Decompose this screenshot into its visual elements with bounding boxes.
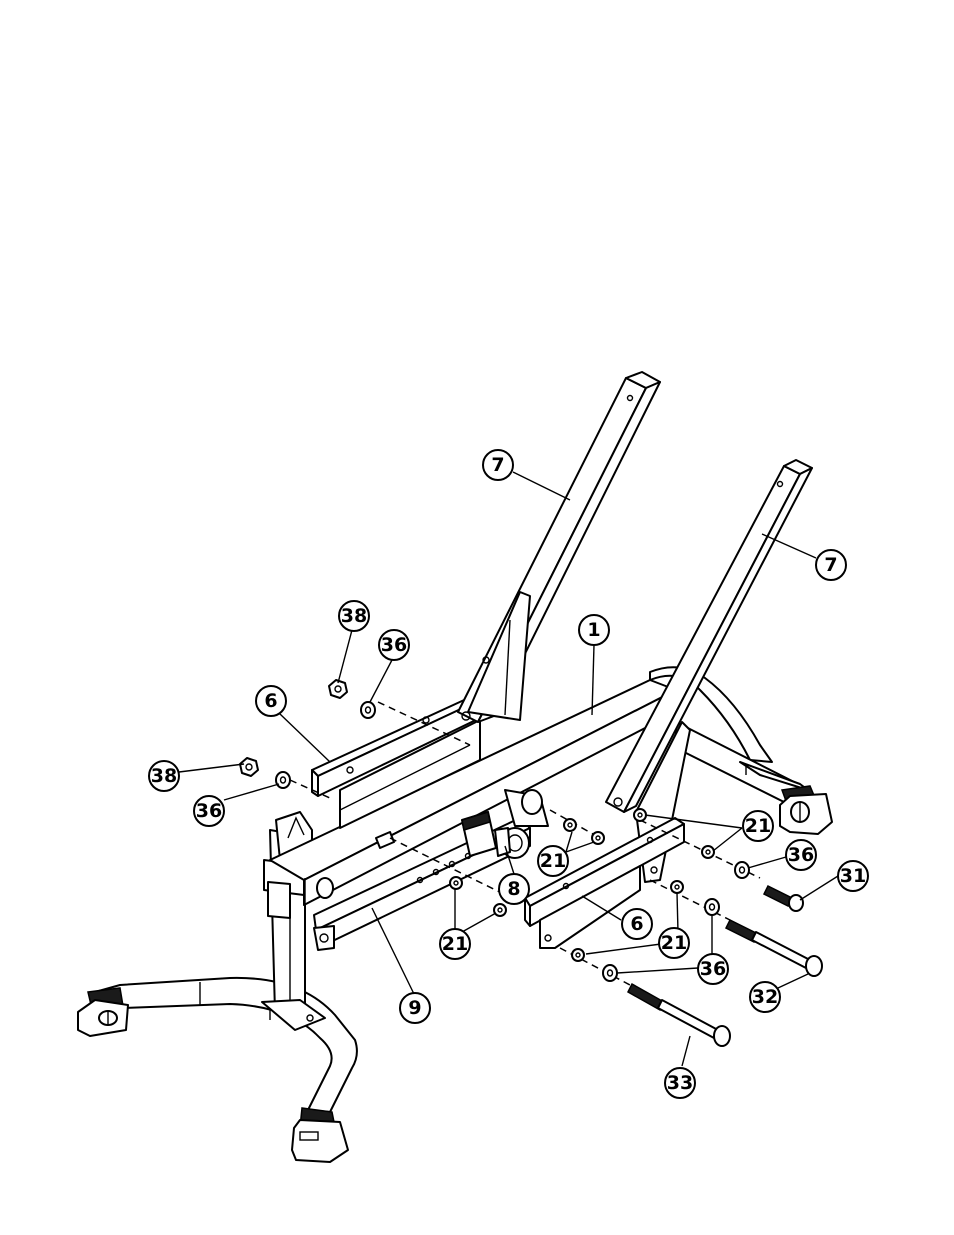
svg-text:31: 31 xyxy=(840,865,866,887)
backrest-upright-left xyxy=(458,372,660,722)
washer-36-left xyxy=(276,772,290,788)
nut-38-lower xyxy=(240,758,258,776)
callout-9: 9 xyxy=(400,993,430,1023)
svg-text:7: 7 xyxy=(824,554,837,576)
svg-text:6: 6 xyxy=(630,913,643,935)
bushing-21-e xyxy=(634,809,646,821)
svg-text:21: 21 xyxy=(745,815,771,837)
callout-33: 33 xyxy=(665,1068,695,1098)
callout-21-right-lower: 21 xyxy=(659,928,689,958)
washer-36-upper xyxy=(361,702,375,718)
callout-8: 8 xyxy=(499,874,529,904)
bushing-21-g xyxy=(671,881,683,893)
callout-36-right-upper: 36 xyxy=(786,840,816,870)
svg-text:21: 21 xyxy=(661,932,687,954)
svg-text:1: 1 xyxy=(587,619,600,641)
callout-38-left: 38 xyxy=(149,761,179,791)
svg-text:7: 7 xyxy=(491,454,504,476)
callout-38-upper: 38 xyxy=(339,601,369,631)
callout-32: 32 xyxy=(750,982,780,1012)
svg-text:21: 21 xyxy=(540,850,566,872)
callout-21-center: 21 xyxy=(538,846,568,876)
svg-text:38: 38 xyxy=(341,605,367,627)
svg-text:36: 36 xyxy=(700,958,726,980)
end-cap-front-right xyxy=(292,1108,348,1162)
svg-text:6: 6 xyxy=(264,690,277,712)
bushing-21-h xyxy=(572,949,584,961)
svg-text:36: 36 xyxy=(381,634,407,656)
callout-7-right: 7 xyxy=(816,550,846,580)
bushing-21-c xyxy=(564,819,576,831)
washer-36-bottom xyxy=(603,965,617,981)
end-cap-front-left xyxy=(78,988,128,1036)
washer-36-right-lower xyxy=(705,899,719,915)
svg-text:38: 38 xyxy=(151,765,177,787)
callout-31: 31 xyxy=(838,861,868,891)
callout-36-right-lower: 36 xyxy=(698,954,728,984)
svg-text:21: 21 xyxy=(442,933,468,955)
bolt-33 xyxy=(628,984,730,1046)
bushing-21-a xyxy=(450,877,462,889)
callout-6-right: 6 xyxy=(622,909,652,939)
svg-text:9: 9 xyxy=(408,997,421,1019)
bushing-21-f xyxy=(702,846,714,858)
svg-text:33: 33 xyxy=(667,1072,693,1094)
washer-36-right-upper xyxy=(735,862,749,878)
svg-text:36: 36 xyxy=(196,800,222,822)
callout-7-left: 7 xyxy=(483,450,513,480)
callout-36-upper: 36 xyxy=(379,630,409,660)
callout-21-left-lower: 21 xyxy=(440,929,470,959)
bolt-31 xyxy=(764,886,803,911)
bushing-21-b xyxy=(494,904,506,916)
callout-6-left: 6 xyxy=(256,686,286,716)
callout-1: 1 xyxy=(579,615,609,645)
svg-text:36: 36 xyxy=(788,844,814,866)
svg-text:32: 32 xyxy=(752,986,778,1008)
svg-text:8: 8 xyxy=(507,878,520,900)
callout-21-right-upper: 21 xyxy=(743,811,773,841)
bolt-32 xyxy=(726,920,822,976)
front-base-tube xyxy=(95,978,357,1112)
callout-36-left: 36 xyxy=(194,796,224,826)
